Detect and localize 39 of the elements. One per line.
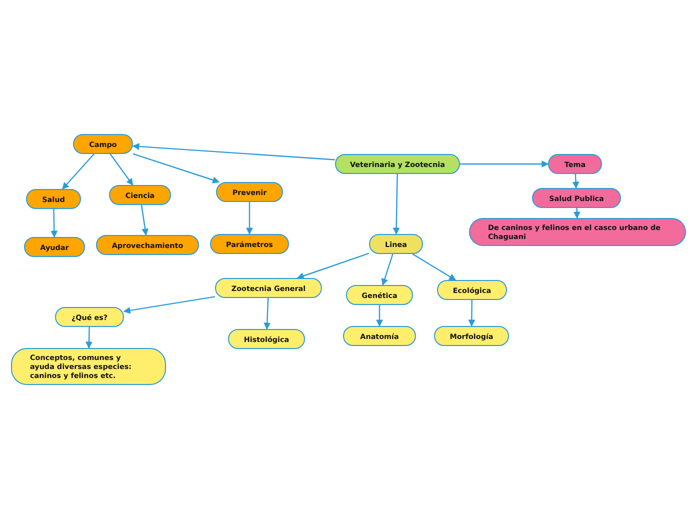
topic-box bbox=[215, 278, 322, 298]
topic-box bbox=[109, 185, 171, 205]
topic-box bbox=[335, 154, 460, 174]
arrow bbox=[376, 305, 383, 327]
topic-box bbox=[96, 235, 199, 255]
arrow bbox=[86, 326, 92, 349]
arrow bbox=[412, 253, 456, 281]
arrow bbox=[296, 252, 370, 280]
arrow bbox=[246, 202, 253, 235]
arrow bbox=[50, 208, 58, 238]
topic-box bbox=[216, 182, 283, 202]
arrow bbox=[132, 153, 220, 184]
topic-box bbox=[26, 189, 81, 209]
topic-box bbox=[210, 234, 289, 254]
arrow bbox=[572, 174, 580, 189]
topic-box bbox=[369, 234, 423, 254]
arrow bbox=[62, 154, 94, 190]
topic-box bbox=[73, 134, 133, 154]
topic-box bbox=[548, 154, 602, 174]
arrow bbox=[468, 300, 476, 327]
arrow bbox=[132, 142, 336, 160]
arrow bbox=[381, 254, 394, 286]
topic-box bbox=[469, 218, 686, 246]
arrow bbox=[573, 208, 580, 219]
arrow bbox=[123, 296, 216, 314]
topic-box bbox=[11, 348, 166, 385]
topic-box bbox=[228, 329, 305, 349]
topic-box bbox=[24, 237, 85, 257]
arrow bbox=[392, 174, 400, 235]
arrow bbox=[264, 298, 271, 330]
arrow bbox=[110, 154, 134, 186]
topic-box bbox=[343, 326, 416, 346]
topic-box bbox=[434, 326, 509, 346]
topic-box bbox=[532, 188, 621, 208]
topic-box bbox=[346, 285, 413, 305]
arrow bbox=[460, 160, 549, 168]
arrow bbox=[140, 204, 149, 236]
topic-box bbox=[437, 280, 507, 300]
topic-box bbox=[55, 307, 124, 327]
